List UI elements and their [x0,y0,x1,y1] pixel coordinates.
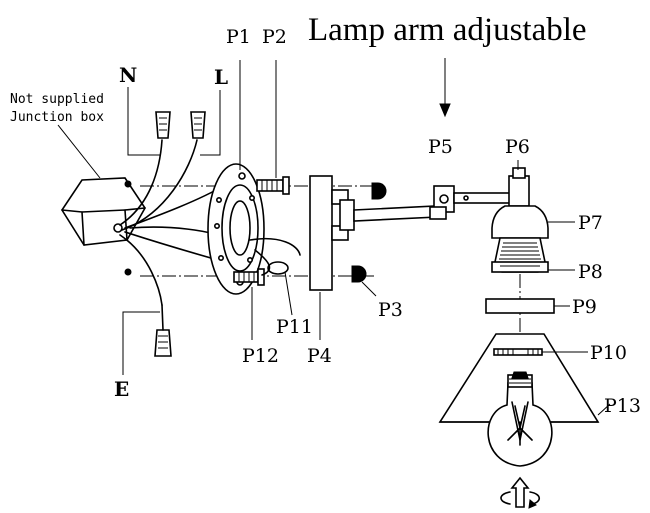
light-bulb [487,371,553,467]
live-label: L [214,65,228,89]
arm-tube [353,205,438,222]
screw-p2 [256,176,290,195]
p13-leader [597,403,611,416]
part-label-p6: P6 [505,136,530,158]
part-label-p3: P3 [378,299,403,321]
part-label-p13: P13 [604,395,641,417]
upper-arm [453,192,515,204]
threaded-ring-p8 [491,237,549,273]
part-label-p9: P9 [572,296,597,318]
part-label-p2: P2 [262,26,287,48]
mounting-plate-p1 [207,163,265,295]
part-label-p5: P5 [428,136,453,158]
neutral-label: N [119,63,137,87]
junction-box-note-line1: Not supplied [10,92,104,107]
back-plate-p4 [309,175,333,291]
title-arrow [439,58,451,118]
cap-nut-top [371,182,387,200]
live-bracket [200,90,221,156]
part-label-p1: P1 [226,26,251,48]
neutral-bracket [127,87,160,156]
junction-box-note-line2: Junction box [10,110,104,125]
part-label-p10: P10 [590,342,627,364]
socket-joint-p6 [508,167,530,207]
part-label-p12: P12 [242,345,279,367]
wire-connector-live [190,111,206,139]
part-label-p4: P4 [307,345,332,367]
screw-p12 [233,268,265,286]
part-label-p8: P8 [578,261,603,283]
p11-leader [284,271,293,316]
cap-nut-bottom [351,265,367,283]
p3-leader [361,281,377,297]
lamp-socket-p7 [491,205,549,239]
ring-p9 [485,298,555,314]
diagram-title: Lamp arm adjustable [308,12,587,48]
earth-label: E [114,377,129,401]
wire-connector-neutral [155,111,171,139]
inner-ring-p10 [493,348,543,356]
wire-connector-earth [154,304,172,357]
junction-box-leader [57,124,101,179]
earth-wire-p11 [249,237,301,276]
junction-box [61,177,146,276]
swivel-joint-p5 [429,185,455,220]
part-label-p7: P7 [578,212,603,234]
arm-base [331,189,355,241]
part-label-p11: P11 [276,316,313,338]
earth-bracket [122,311,160,375]
rotate-arrow-icon [500,476,541,509]
